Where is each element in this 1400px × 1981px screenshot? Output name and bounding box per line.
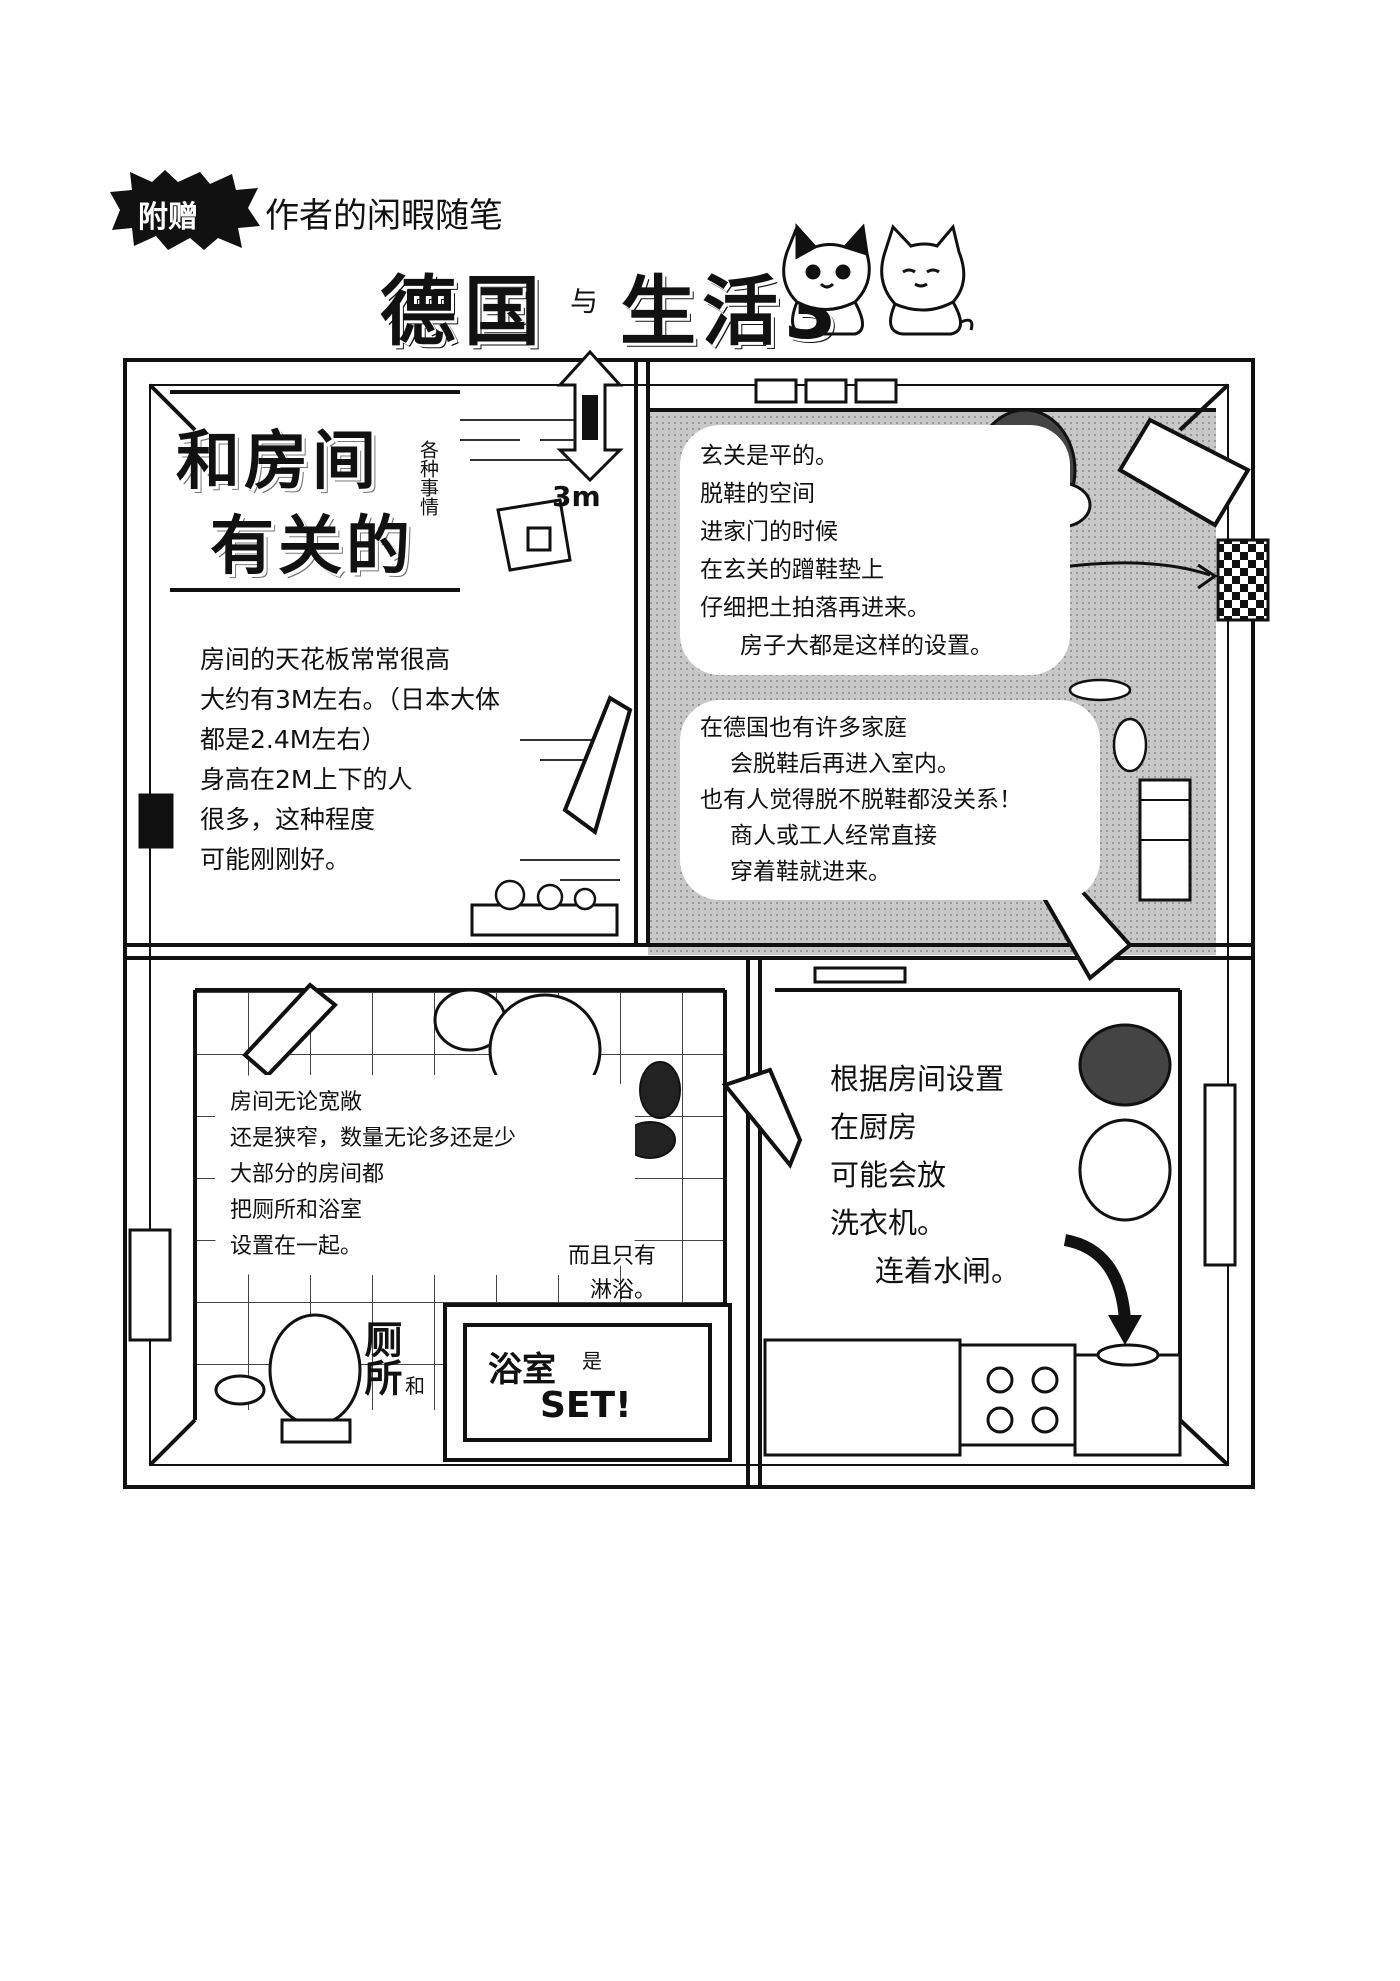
- slippers-icon: [624, 1061, 681, 1159]
- entrance-note-line: 玄关是平的。: [700, 443, 838, 469]
- ceiling-note-line: 身高在2M上下的人: [200, 765, 413, 794]
- ceiling-note: 房间的天花板常常很高 大约有3M左右。（日本大体 都是2.4M左右） 身高在2M…: [200, 640, 500, 880]
- doormat: [1216, 538, 1270, 622]
- bath-label: 浴室: [488, 1350, 556, 1390]
- bathroom-note-line: 设置在一起。: [230, 1234, 363, 1259]
- side-table: [496, 498, 572, 572]
- kitchen-door: [721, 1067, 803, 1169]
- cats-icon: [782, 223, 974, 336]
- ceiling-note-line: 可能刚刚好。: [200, 845, 351, 874]
- room-heading-line1: 和房间: [176, 425, 380, 499]
- shoes-icon: [1068, 678, 1148, 773]
- shower-note: 而且只有 淋浴。: [568, 1240, 656, 1308]
- title-left: 德国: [380, 267, 548, 356]
- ceiling-note-line: 都是2.4M左右）: [200, 725, 387, 754]
- towel: [128, 1228, 172, 1342]
- bathroom-note-line: 房间无论宽敞: [230, 1090, 363, 1115]
- kitchen-window: [1203, 1083, 1237, 1267]
- inner-door-left: [562, 695, 633, 836]
- kitchen-note-line: 在厨房: [830, 1110, 918, 1144]
- kitchen-note-line: 根据房间设置: [830, 1062, 1005, 1096]
- height-label: 3m: [552, 480, 601, 513]
- ceiling-note-line: 房间的天花板常常很高: [200, 645, 451, 674]
- doormat-arrow-icon: [1054, 561, 1211, 577]
- germany-note-line: 会脱鞋后再进入室内。: [730, 751, 960, 777]
- entrance-door: [1117, 417, 1251, 528]
- badge: 附赠: [110, 170, 260, 250]
- shower-note-line: 淋浴。: [590, 1278, 657, 1303]
- bathroom-note-line: 大部分的房间都: [230, 1162, 385, 1187]
- is-label: 是: [582, 1349, 602, 1373]
- washer-arrow-icon: [1063, 1234, 1131, 1321]
- entrance-note-line: 进家门的时候: [700, 519, 838, 545]
- badge-burst-icon: [110, 170, 260, 250]
- entrance-note-line: 房子大都是这样的设置。: [740, 633, 993, 659]
- germany-note-line: 商人或工人经常直接: [730, 823, 937, 849]
- set-label: SET!: [540, 1385, 632, 1426]
- ceiling-note-line: 很多，这种程度: [200, 805, 376, 834]
- title-mid: 与: [570, 285, 599, 318]
- kitchen-note-line: 可能会放: [830, 1158, 947, 1192]
- bathroom-note: 房间无论宽敞 还是狭窄，数量无论多还是少 大部分的房间都 把厕所和浴室 设置在一…: [215, 1075, 635, 1275]
- height-arrow-icon: [556, 349, 624, 483]
- entrance-note-line: 脱鞋的空间: [700, 481, 815, 507]
- shower-note-line: 而且只有: [568, 1244, 657, 1269]
- header: 附赠 作者的闲暇随笔 德国 与 生活3: [100, 150, 1100, 356]
- germany-note-line: 也有人觉得脱不脱鞋都没关系！: [700, 787, 1022, 813]
- entrance-note-line: 在玄关的蹭鞋垫上: [700, 557, 884, 583]
- kitchen-note-line: 洗衣机。: [830, 1206, 947, 1240]
- bathtub: [443, 1303, 732, 1462]
- kitchen-plant-icon: [1078, 1023, 1172, 1222]
- ceiling-note-line: 大约有3M左右。（日本大体: [200, 685, 500, 714]
- room-heading-box: 和房间 有关的: [170, 390, 460, 595]
- wall-picture-left: [138, 793, 174, 849]
- badge-text: 附赠: [138, 200, 198, 235]
- subtitle: 作者的闲暇随笔: [265, 196, 503, 236]
- bathroom-note-line: 还是狭窄，数量无论多还是少: [230, 1126, 517, 1151]
- and-label: 和: [405, 1374, 425, 1398]
- entrance-note: 玄关是平的。 脱鞋的空间 进家门的时候 在玄关的蹭鞋垫上 仔细把土拍落再进来。 …: [680, 425, 1070, 675]
- germany-note-line: 在德国也有许多家庭: [700, 715, 907, 741]
- kitchen-counter: [763, 1338, 1182, 1457]
- room-heading-line2: 有关的: [210, 510, 414, 584]
- dolls-shelf: [470, 879, 619, 937]
- kitchen-note: 根据房间设置 在厨房 可能会放 洗衣机。 连着水闸。: [830, 1055, 1020, 1295]
- room-side-note: 各种事情: [417, 440, 439, 516]
- bathroom-door: [242, 982, 338, 1078]
- germany-note-line: 穿着鞋就进来。: [730, 859, 891, 885]
- germany-note: 在德国也有许多家庭 会脱鞋后再进入室内。 也有人觉得脱不脱鞋都没关系！ 商人或工…: [680, 700, 1100, 900]
- toilet-label: 厕所: [358, 1320, 402, 1396]
- bathroom-note-line: 把厕所和浴室: [230, 1198, 363, 1223]
- toilet-icon: [214, 1313, 362, 1444]
- entrance-note-line: 仔细把土拍落再进来。: [700, 595, 930, 621]
- kitchen-note-line: 连着水闸。: [875, 1254, 1021, 1288]
